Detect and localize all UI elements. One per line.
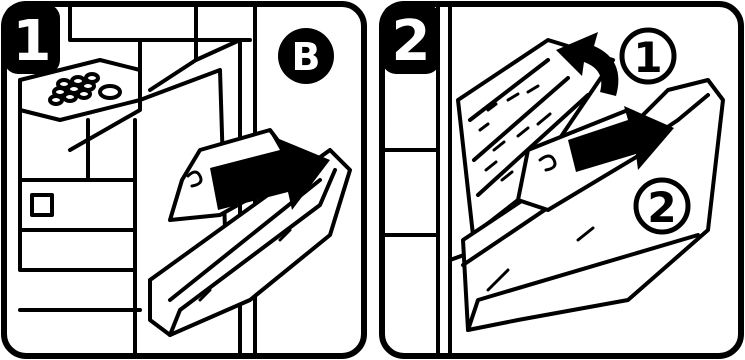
step-2-illustration: 2 1 2: [378, 0, 745, 360]
callout-1-number: 1: [633, 33, 662, 82]
callout-1: 1: [622, 30, 674, 82]
callout-2-number: 2: [647, 183, 676, 232]
section-badge-letter: B: [292, 35, 321, 79]
step-1-illustration: 1 B: [0, 0, 368, 360]
step-2-panel: 2 1 2: [378, 0, 745, 360]
step-number: 2: [392, 9, 431, 74]
section-badge: B: [278, 28, 334, 84]
step-1-panel: 1 B: [0, 0, 368, 360]
callout-2: 2: [636, 180, 688, 232]
step-number: 1: [13, 9, 52, 74]
step-number-badge: 1: [4, 4, 60, 74]
step-number-badge: 2: [382, 4, 440, 74]
